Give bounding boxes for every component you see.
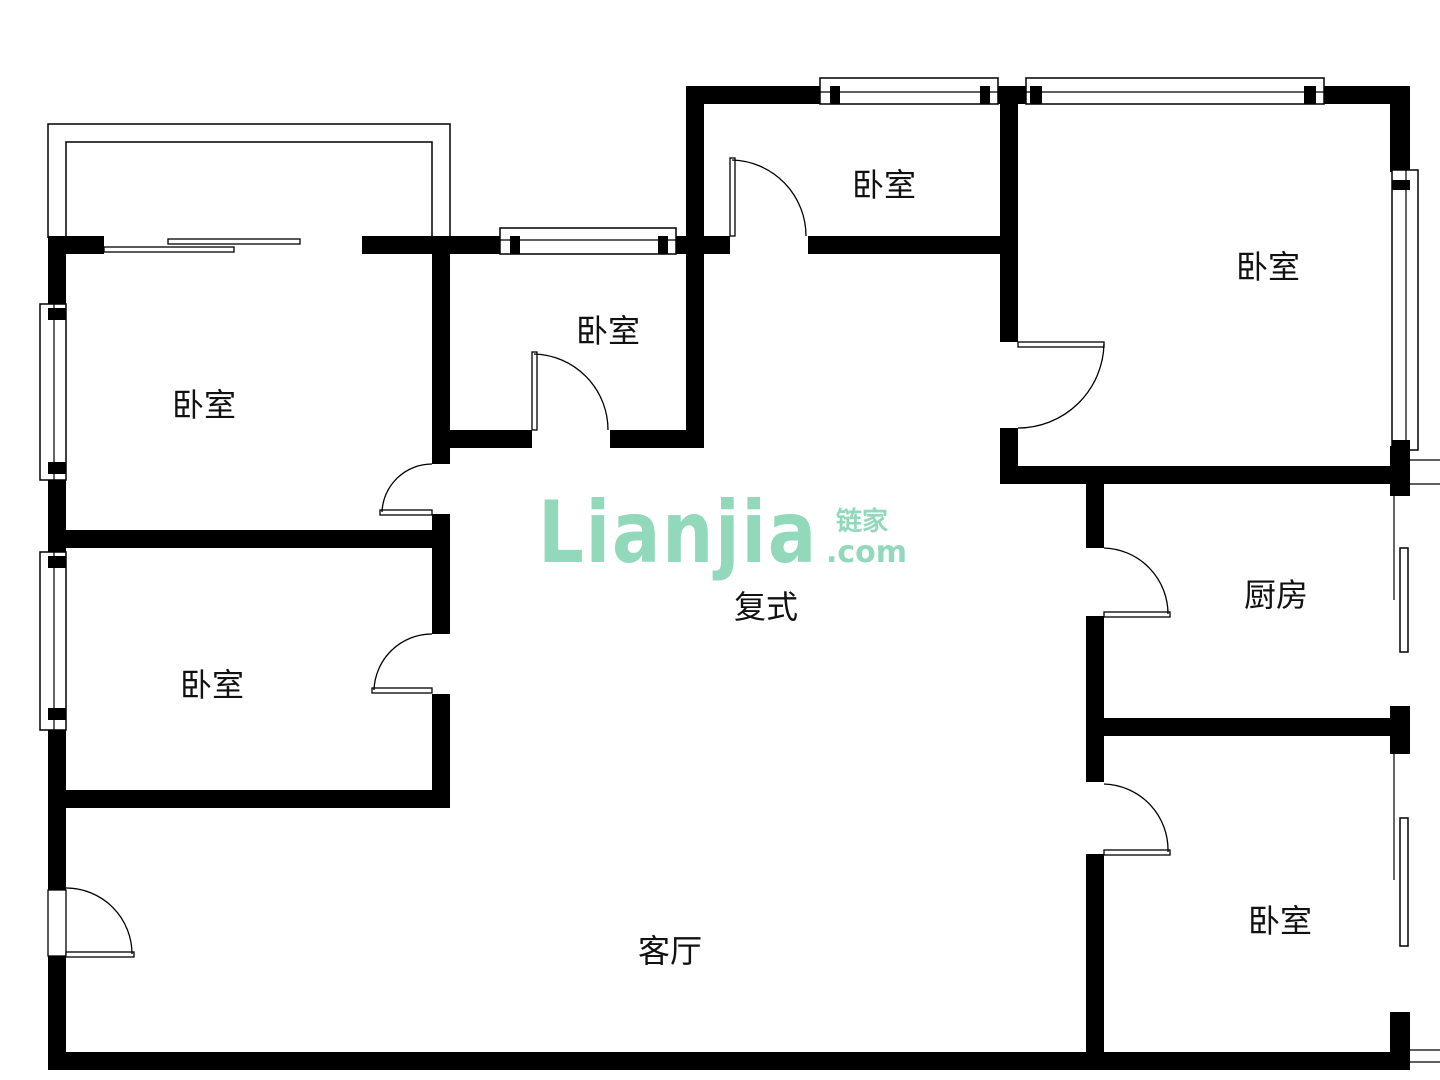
windows xyxy=(39,77,1440,1063)
doors xyxy=(47,157,1171,958)
watermark-brand-cn: 链家 xyxy=(836,506,888,537)
room-label-bedroom-small-center: 卧室 xyxy=(576,312,640,350)
watermark-logo: Lianjia 链家 .com xyxy=(538,483,907,583)
room-label-duplex: 复式 xyxy=(734,588,798,626)
room-label-living-room: 客厅 xyxy=(638,932,702,970)
watermark-brand-text: Lianjia xyxy=(538,483,818,583)
room-label-bedroom-top-center: 卧室 xyxy=(852,166,916,204)
room-label-bedroom-bottom-right: 卧室 xyxy=(1248,902,1312,940)
watermark-domain: .com xyxy=(826,535,907,570)
room-label-kitchen: 厨房 xyxy=(1244,576,1308,614)
balcony-sliding-door xyxy=(103,238,301,253)
room-labels: 卧室 卧室 卧室 卧室 卧室 卧室 厨房 复式 客厅 xyxy=(172,166,1312,970)
room-label-bedroom-top-right: 卧室 xyxy=(1236,248,1300,286)
room-label-bedroom-top-left: 卧室 xyxy=(172,386,236,424)
balcony-outline xyxy=(47,123,451,238)
room-label-bedroom-left-lower: 卧室 xyxy=(180,666,244,704)
walls xyxy=(48,86,1410,1070)
